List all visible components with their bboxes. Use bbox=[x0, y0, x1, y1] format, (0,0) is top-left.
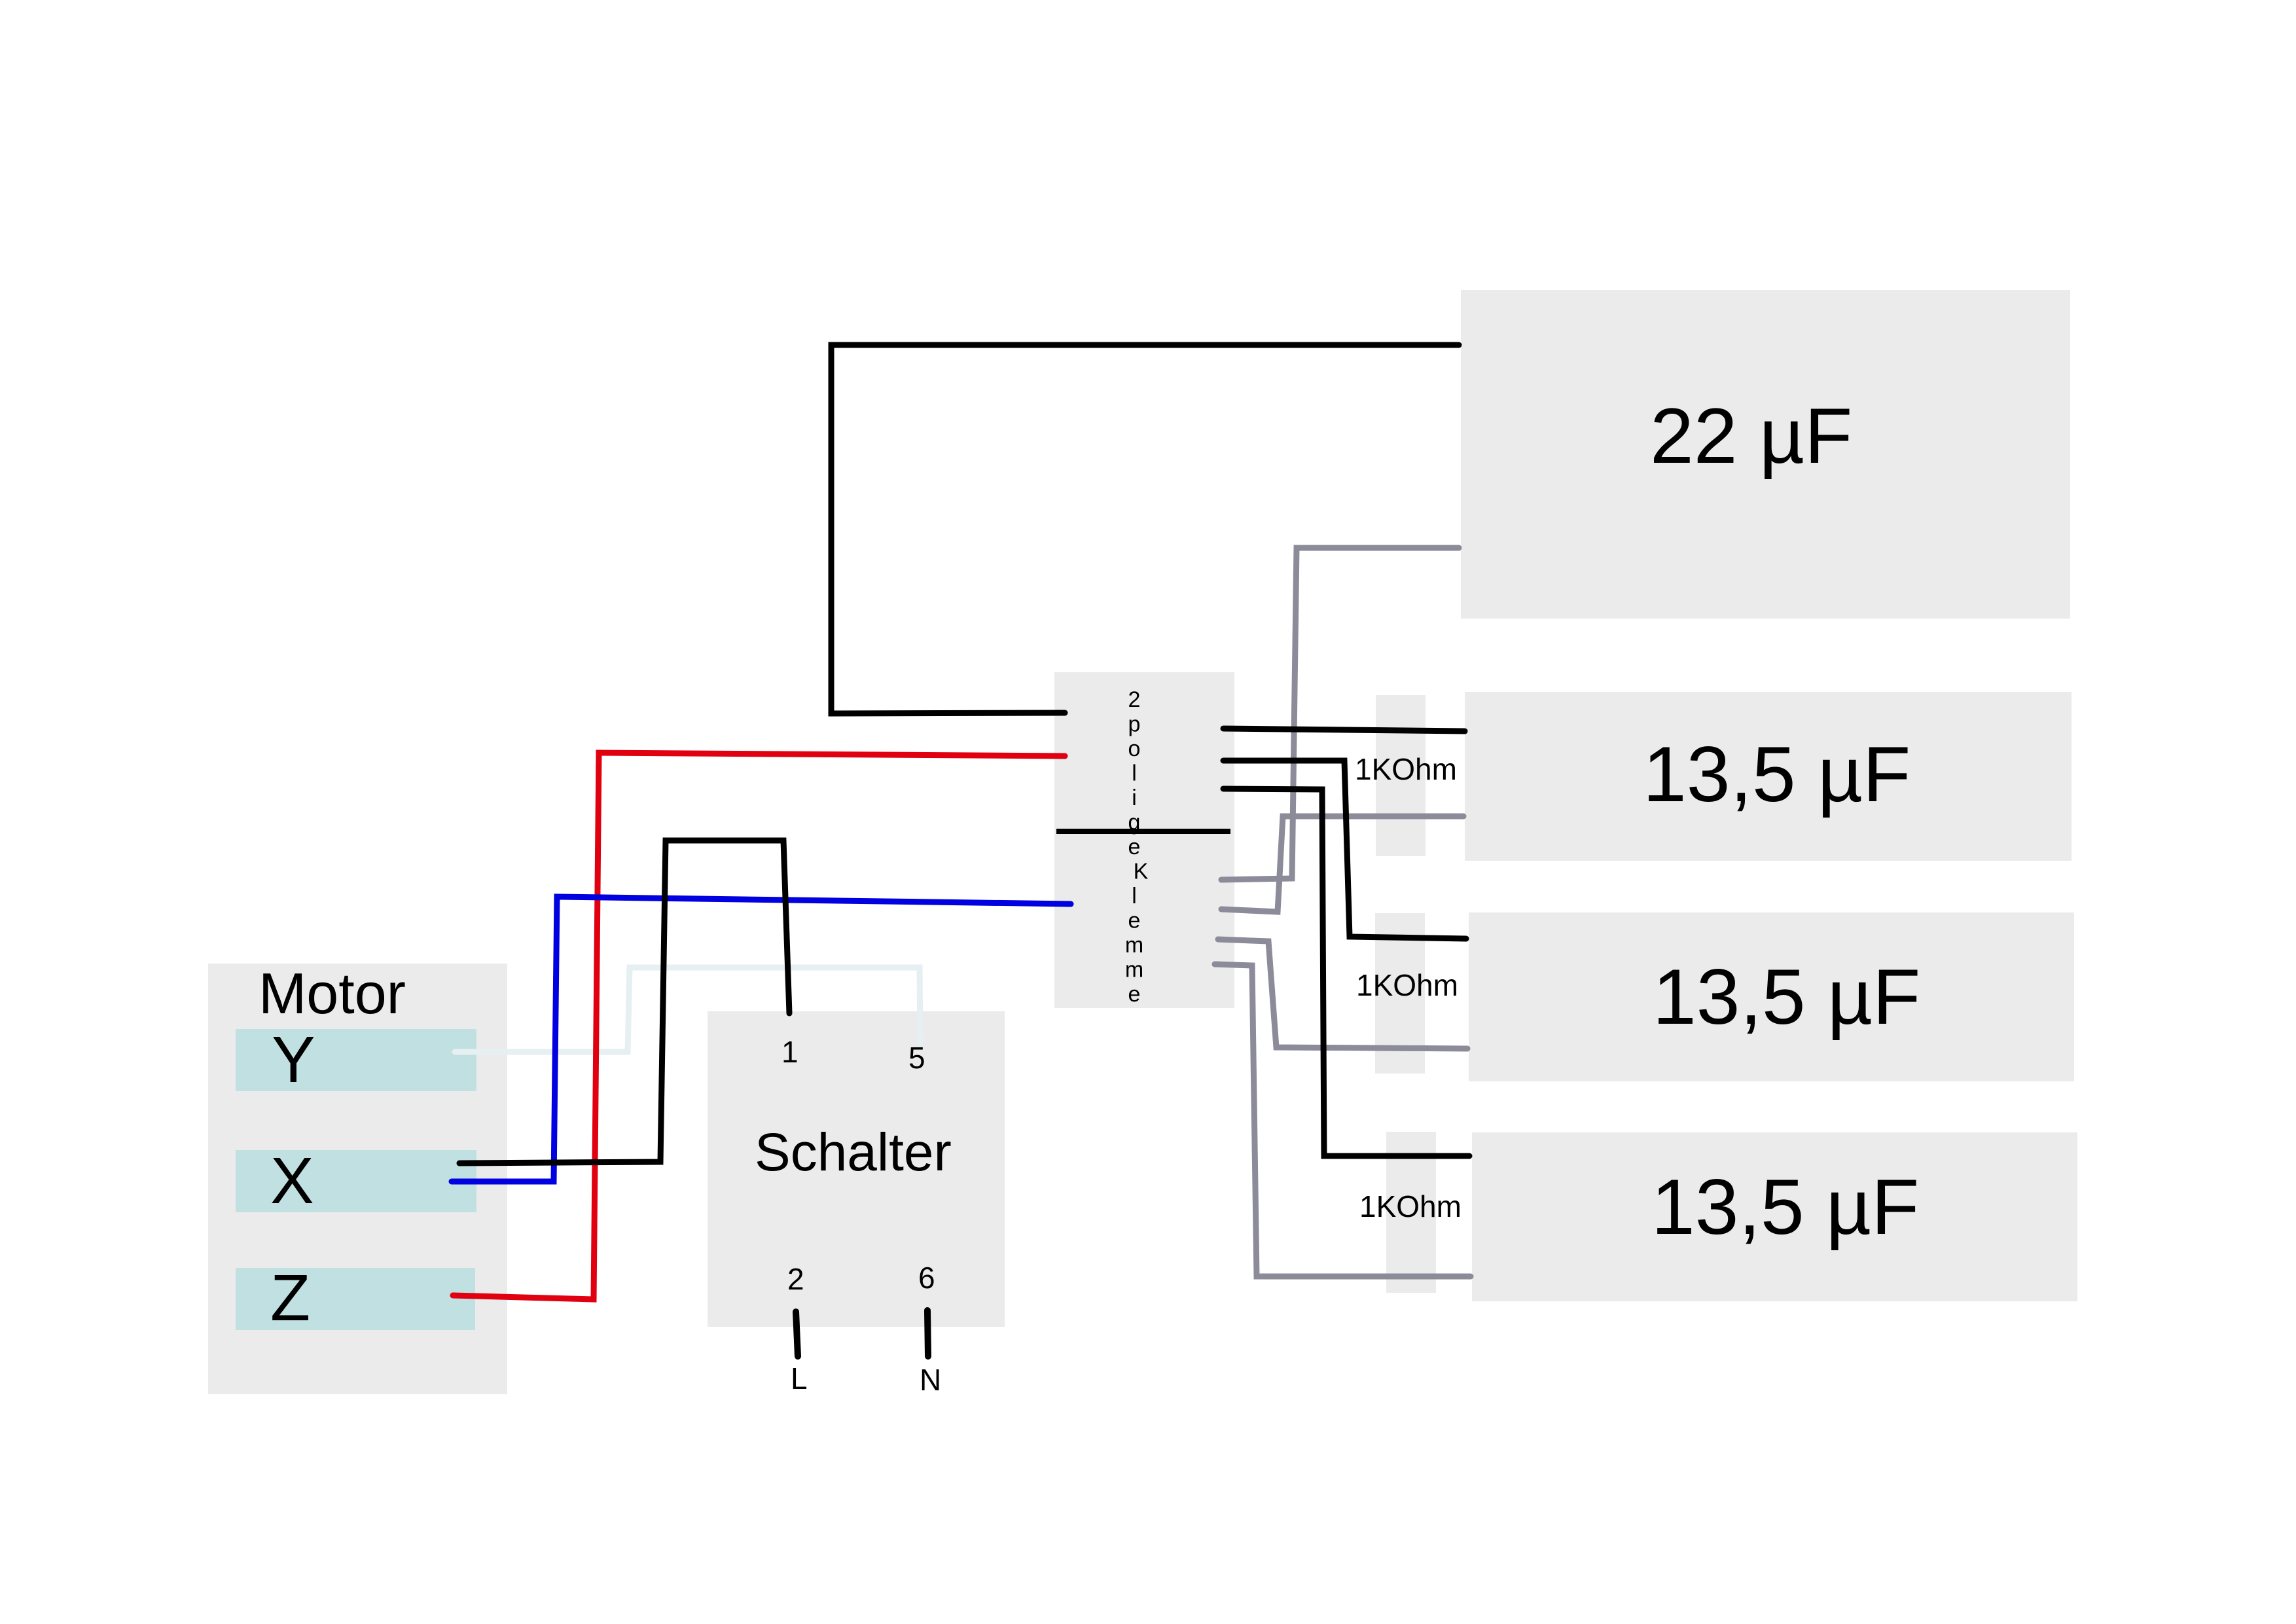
motor-terminal-z-label: Z bbox=[270, 1261, 310, 1335]
motor-terminal-z bbox=[236, 1268, 475, 1330]
capacitor-13-5uf-1 bbox=[1465, 692, 2072, 861]
resistor-1 bbox=[1376, 695, 1426, 856]
terminal-block-label-char: l bbox=[1132, 761, 1137, 786]
capacitor-22uf-label: 22 µF bbox=[1650, 392, 1852, 480]
switch-pin-6: 6 bbox=[918, 1261, 935, 1295]
wire-grey-cap1 bbox=[1218, 813, 1467, 915]
terminal-block-label-char: p bbox=[1128, 712, 1141, 737]
terminal-block-label-char: i bbox=[1132, 785, 1137, 810]
wire-blue-x bbox=[448, 893, 1074, 1185]
motor-title: Motor bbox=[259, 961, 406, 1026]
wire-black-22uf bbox=[828, 342, 1462, 717]
wire-white-y bbox=[452, 964, 924, 1055]
supply-l-lead bbox=[793, 1308, 801, 1360]
wire-grey-22uf bbox=[1218, 545, 1462, 883]
switch: Schalter 1 5 2 6 L N bbox=[708, 1011, 1005, 1397]
switch-pin-5: 5 bbox=[908, 1041, 925, 1075]
terminal-block-label-char: 2 bbox=[1128, 687, 1141, 712]
wire-grey-cap2 bbox=[1215, 936, 1471, 1052]
switch-pin-1: 1 bbox=[781, 1035, 798, 1069]
wire-black-cap3 bbox=[1220, 785, 1473, 1159]
terminal-block-label-char: e bbox=[1128, 982, 1141, 1007]
supply-n-lead bbox=[924, 1307, 931, 1360]
terminal-block-housing bbox=[1054, 672, 1234, 1008]
capacitor-13-5uf-2 bbox=[1469, 912, 2074, 1081]
motor-terminal-y-label: Y bbox=[272, 1023, 315, 1096]
terminal-block-label-char: K bbox=[1134, 859, 1149, 884]
supply-l-label: L bbox=[791, 1362, 808, 1396]
switch-pin-2: 2 bbox=[787, 1262, 804, 1296]
wires bbox=[448, 342, 1474, 1303]
capacitor-13-5uf-3-label: 13,5 µF bbox=[1651, 1163, 1919, 1251]
resistor-3-label: 1KOhm bbox=[1359, 1189, 1462, 1223]
wire-black-cap2 bbox=[1220, 757, 1469, 942]
terminal-block-label-char: l bbox=[1132, 884, 1137, 909]
resistor-2-label: 1KOhm bbox=[1356, 968, 1458, 1002]
motor-terminal-x-label: X bbox=[270, 1144, 314, 1218]
wire-black-x bbox=[456, 837, 793, 1166]
capacitor-13-5uf-2-label: 13,5 µF bbox=[1653, 953, 1920, 1041]
switch-housing bbox=[708, 1011, 1005, 1327]
capacitor-13-5uf-1-label: 13,5 µF bbox=[1643, 731, 1910, 818]
terminal-block-label-char: m bbox=[1125, 958, 1143, 983]
supply-n-label: N bbox=[920, 1363, 941, 1397]
capacitor-13-5uf-3 bbox=[1472, 1132, 2077, 1301]
terminal-block-label-char: g bbox=[1128, 810, 1141, 835]
terminal-block-label-char: o bbox=[1128, 736, 1141, 761]
motor-terminal-y bbox=[236, 1029, 476, 1091]
terminal-block-label-char: m bbox=[1125, 933, 1143, 958]
terminal-block-label-char: e bbox=[1128, 835, 1141, 859]
wire-black-cap1 bbox=[1220, 725, 1468, 734]
resistor-labels: 1KOhm 1KOhm 1KOhm bbox=[1355, 752, 1462, 1223]
motor-terminal-x bbox=[236, 1150, 476, 1212]
terminal-block-label-char: e bbox=[1128, 909, 1141, 933]
wire-red-z bbox=[450, 749, 1068, 1303]
motor: Motor Y X Z bbox=[208, 961, 507, 1394]
switch-title: Schalter bbox=[755, 1123, 952, 1182]
wire-grey-cap3 bbox=[1211, 961, 1474, 1280]
resistor-1-label: 1KOhm bbox=[1355, 752, 1457, 786]
capacitors: 22 µF 13,5 µF 13,5 µF 13,5 µF bbox=[1461, 290, 2077, 1301]
capacitor-22uf bbox=[1461, 290, 2070, 619]
